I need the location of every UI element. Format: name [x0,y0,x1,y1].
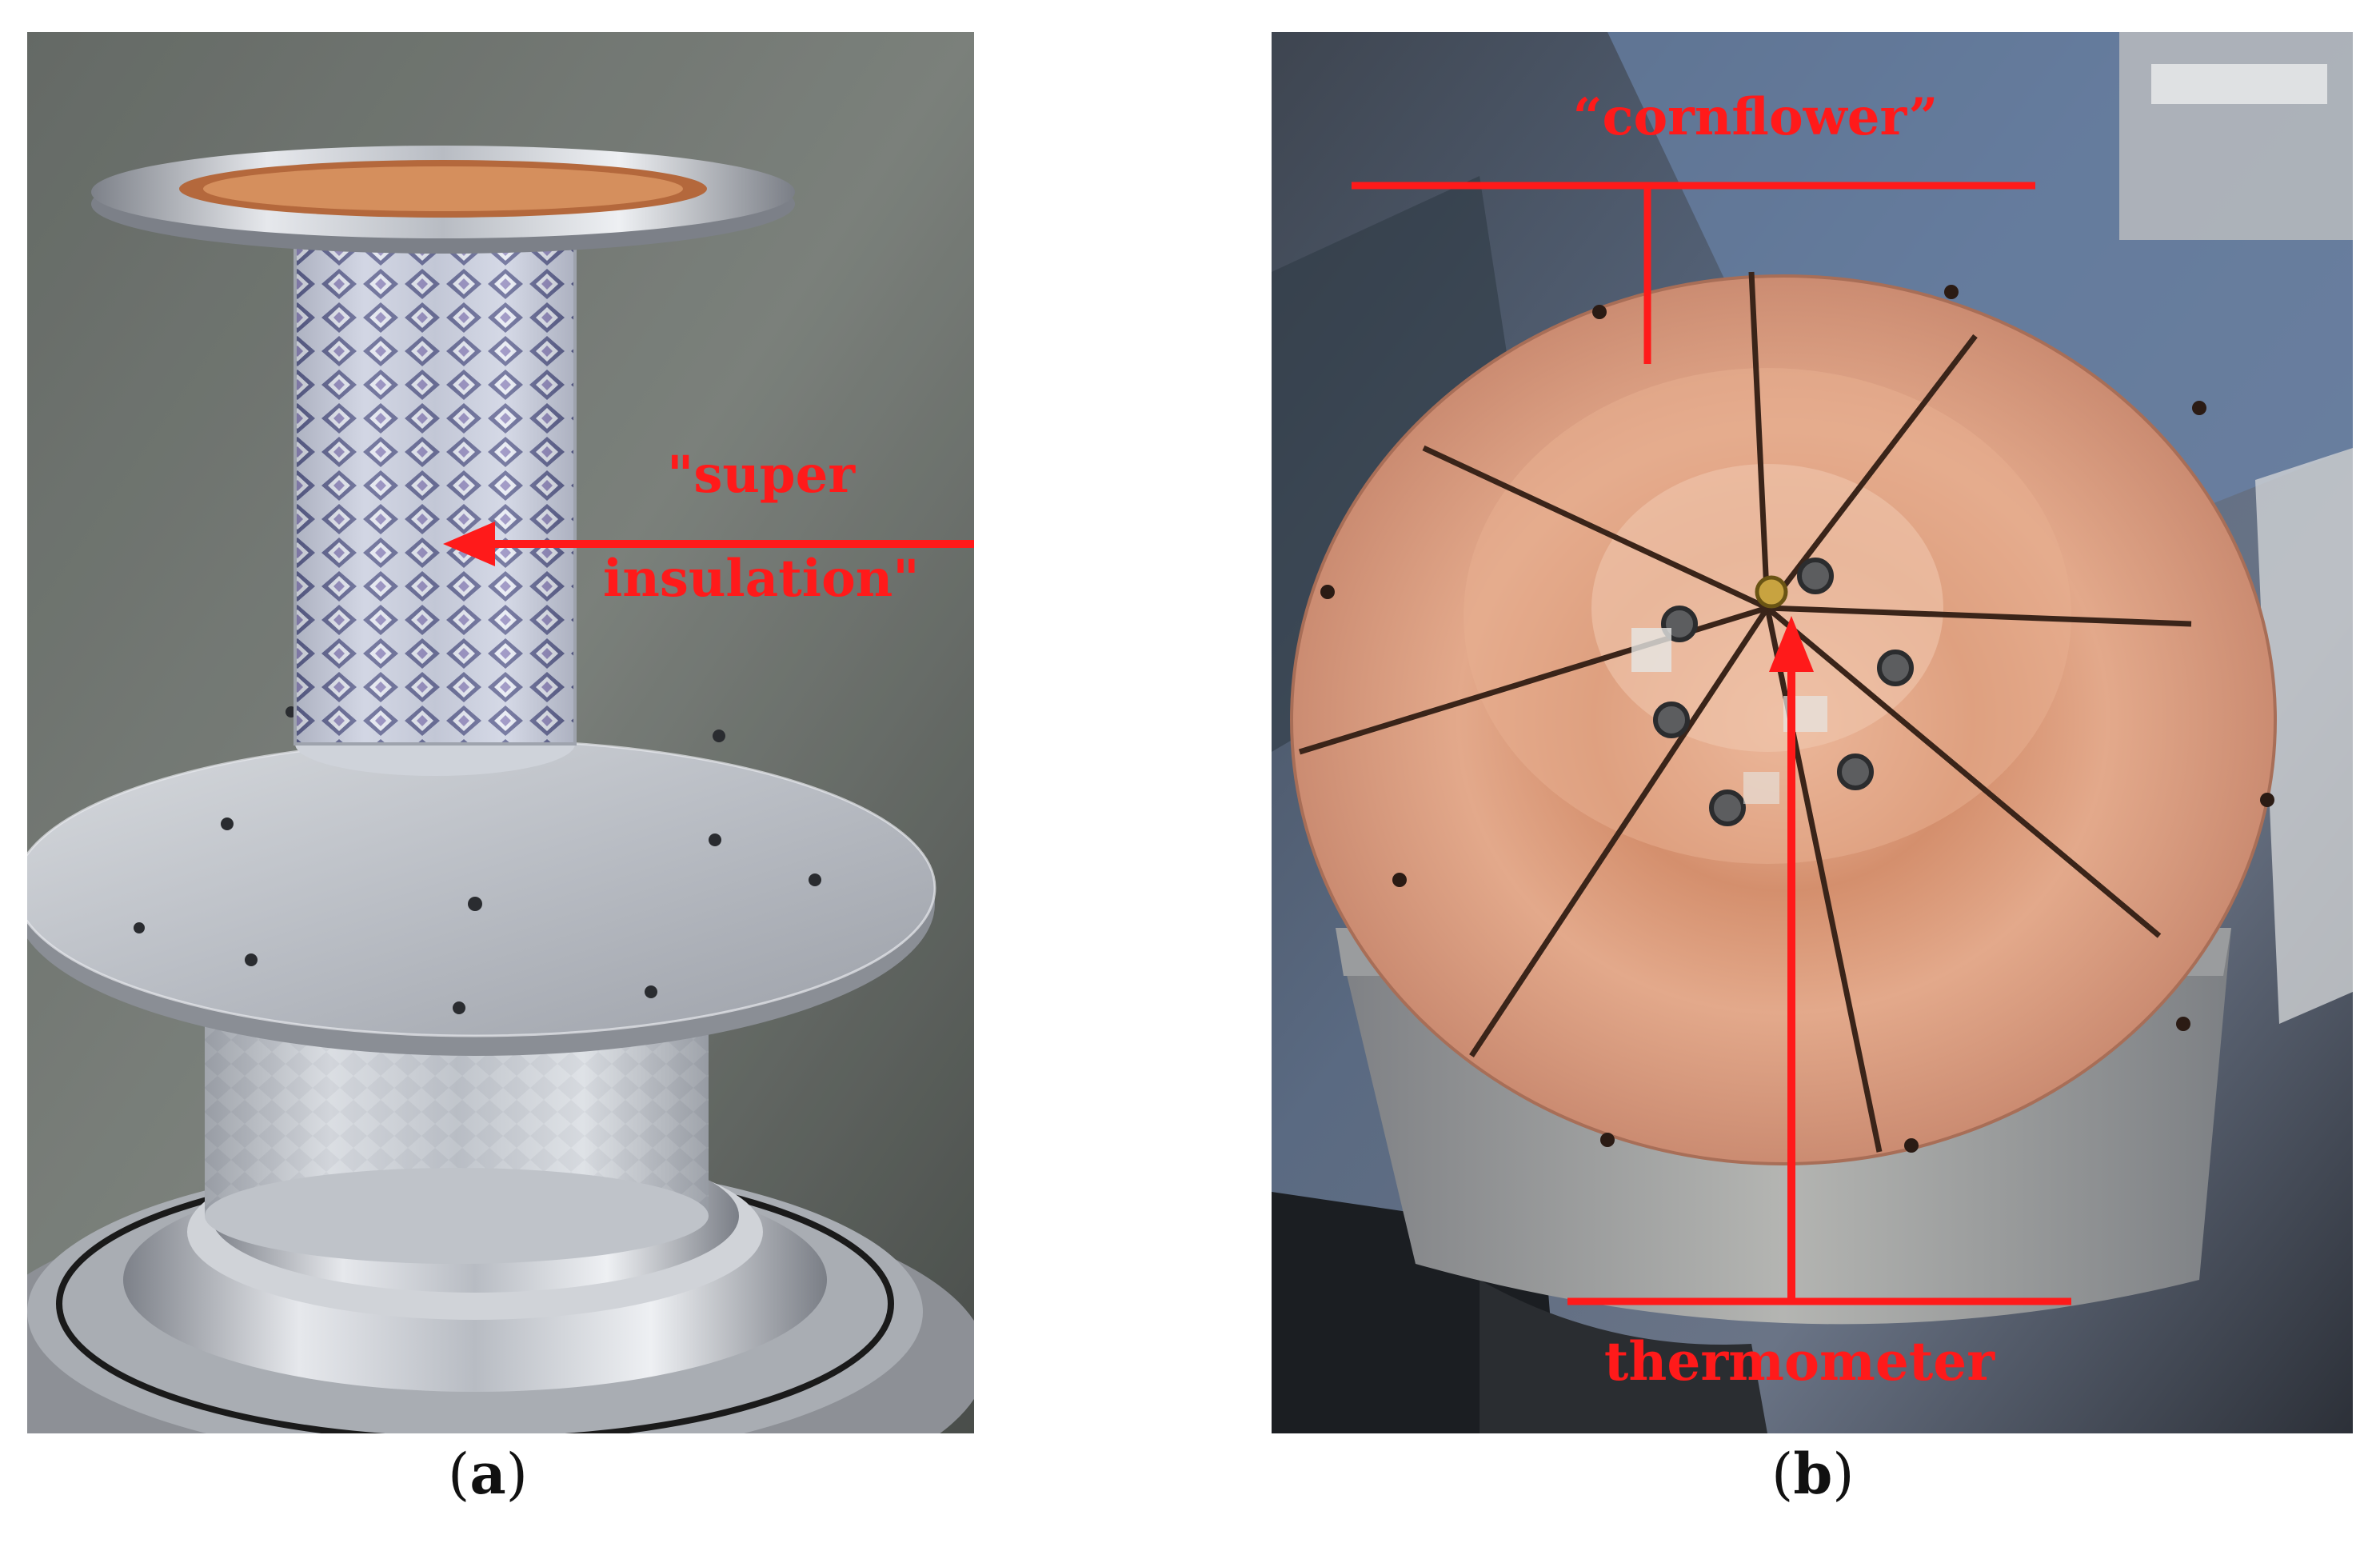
photo-panel-b: “cornflower” thermometer [1272,32,2353,1433]
photo-panel-a: "super insulation" [27,32,974,1433]
super-insulation-photo: "super insulation" [27,32,974,1433]
super-insulation-label-line2: insulation" [603,549,920,609]
super-insulation-label-line1: "super [667,445,856,505]
thermometer-sensor [1755,575,1788,609]
caption-b-letter: b [1793,1441,1833,1507]
caption-a: (a) [448,1441,528,1507]
cornflower-label: “cornflower” [1573,87,1939,147]
caption-a-letter: a [469,1441,506,1507]
caption-b: (b) [1771,1441,1855,1507]
cornflower-bracket [1352,182,2035,364]
thermometer-arrow [1567,616,2071,1305]
cornflower-photo: “cornflower” thermometer [1272,32,2353,1433]
thermometer-label: thermometer [1604,1330,1995,1393]
insulation-arrow [443,522,974,566]
